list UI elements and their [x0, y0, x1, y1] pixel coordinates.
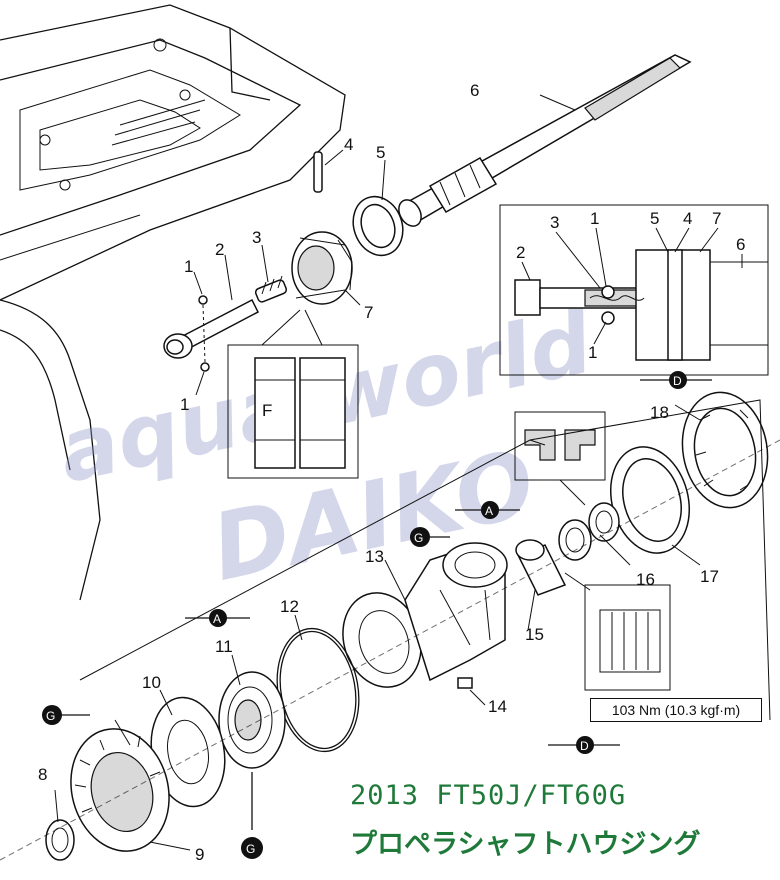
part-14-key — [457, 677, 473, 689]
part-7-clutch-dog — [291, 231, 353, 305]
callout-part-13: 13 — [365, 547, 384, 566]
lube-marker-a-lower: A — [185, 609, 250, 627]
assembly-lines — [0, 399, 780, 861]
torque-spec: 103 Nm (10.3 kgf·m) — [590, 698, 762, 722]
callout-part-3: 3 — [252, 228, 261, 247]
lower-case-housing — [0, 4, 346, 601]
inset-clutch-detail: F — [227, 309, 359, 479]
svg-text:5: 5 — [650, 209, 659, 228]
leader-lines — [54, 94, 701, 851]
callout-part-18: 18 — [650, 403, 669, 422]
callout-part-17: 17 — [700, 567, 719, 586]
part-6-propeller-shaft — [398, 54, 692, 227]
part-8-washer — [45, 819, 75, 861]
callout-part-15: 15 — [525, 625, 544, 644]
svg-text:3: 3 — [550, 213, 559, 232]
lubricant-markers: D A G A G D G — [42, 371, 712, 859]
callout-part-1-bottom: 1 — [180, 395, 189, 414]
callout-part-4: 4 — [344, 135, 353, 154]
svg-text:D: D — [580, 739, 589, 753]
svg-text:G: G — [414, 531, 423, 545]
part-2-plunger — [163, 298, 259, 359]
callout-part-10: 10 — [142, 673, 161, 692]
svg-text:6: 6 — [736, 235, 745, 254]
callout-part-2: 2 — [215, 240, 224, 259]
callout-part-1-top: 1 — [184, 257, 193, 276]
callout-part-14: 14 — [488, 697, 507, 716]
svg-text:1: 1 — [590, 209, 599, 228]
callout-part-8: 8 — [38, 765, 47, 784]
model-caption: 2013 FT50J/FT60G — [350, 780, 627, 811]
svg-text:2: 2 — [516, 243, 525, 262]
svg-text:G: G — [46, 709, 55, 723]
part-4-pin — [313, 151, 323, 193]
lube-marker-d-lower: D — [548, 736, 620, 754]
part-group-title: プロペラシャフトハウジング — [350, 829, 701, 860]
svg-text:4: 4 — [683, 209, 692, 228]
lube-marker-a-upper: A — [455, 501, 520, 519]
lube-marker-g-left: G — [42, 705, 90, 725]
cross-section-detail — [499, 204, 769, 376]
svg-text:7: 7 — [712, 209, 721, 228]
part-5-ring — [352, 195, 404, 257]
part-17-claw-washer — [609, 446, 691, 554]
part-11-ball-bearing — [218, 671, 286, 769]
part-16-oil-seals — [514, 411, 620, 561]
detail-callouts: 3 1 5 4 7 2 6 1 — [516, 209, 745, 362]
callout-part-7: 7 — [364, 303, 373, 322]
part-3-spring — [254, 275, 288, 303]
part-1-balls — [198, 295, 210, 372]
callout-part-9: 9 — [195, 845, 204, 864]
svg-text:A: A — [213, 612, 221, 626]
svg-text:D: D — [673, 374, 682, 388]
callout-part-6: 6 — [470, 81, 479, 100]
svg-text:A: A — [485, 504, 493, 518]
part-18-ring-nut — [681, 391, 769, 509]
callout-part-12: 12 — [280, 597, 299, 616]
lube-marker-d-top: D — [640, 371, 712, 389]
inset-letter: F — [262, 401, 272, 420]
svg-text:G: G — [246, 842, 255, 856]
svg-text:1: 1 — [588, 343, 597, 362]
lube-marker-g-upper: G — [410, 527, 450, 547]
part-9-reverse-gear — [70, 728, 170, 852]
lube-marker-g-bottom: G — [241, 772, 263, 859]
callout-part-11: 11 — [215, 637, 233, 656]
part-15-needle-bearing — [515, 539, 671, 691]
callout-part-5: 5 — [376, 143, 385, 162]
part-callouts: 6 4 5 3 2 1 1 7 8 9 10 11 12 13 14 15 16… — [38, 81, 719, 864]
callout-part-16: 16 — [636, 570, 655, 589]
